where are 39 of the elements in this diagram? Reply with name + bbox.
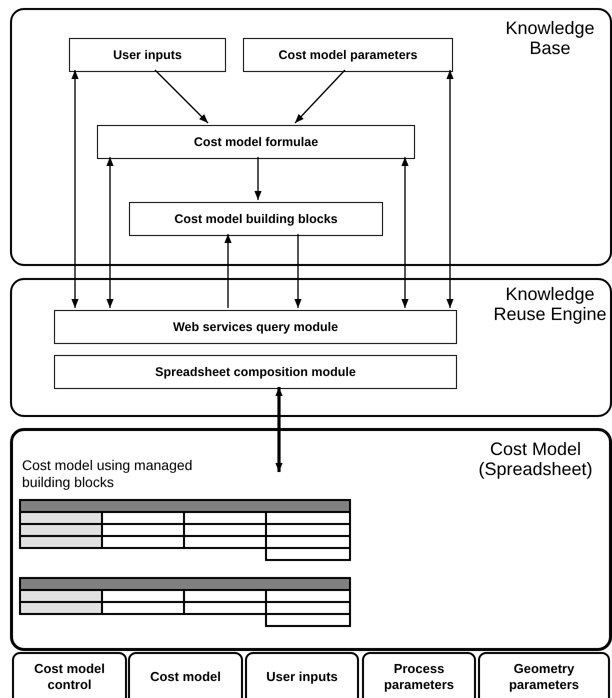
arrow bbox=[154, 70, 208, 124]
tab-label: User inputs bbox=[266, 669, 338, 685]
layer-title: Knowledge Base bbox=[504, 18, 596, 58]
process-box bbox=[129, 202, 383, 236]
tab-label: Geometry parameters bbox=[508, 661, 580, 693]
process-box bbox=[97, 125, 415, 159]
sheet-tab bbox=[245, 652, 359, 698]
process-box bbox=[243, 38, 453, 72]
box-label: Spreadsheet composition module bbox=[155, 365, 356, 379]
box-label: User inputs bbox=[113, 48, 182, 62]
layer-panel bbox=[10, 428, 612, 651]
sheet-tab bbox=[12, 652, 127, 698]
box-label: Cost model building blocks bbox=[174, 212, 338, 226]
process-box bbox=[69, 38, 226, 72]
sheet-tab bbox=[478, 652, 610, 698]
layer-title: Knowledge Reuse Engine bbox=[492, 284, 608, 324]
arrow bbox=[224, 234, 232, 308]
arrow bbox=[401, 157, 409, 308]
layer-title: Cost Model (Spreadsheet) bbox=[477, 439, 594, 479]
arrow bbox=[254, 157, 262, 200]
tab-label: Cost model control bbox=[33, 661, 106, 693]
process-box bbox=[54, 355, 457, 389]
arrow bbox=[294, 234, 302, 308]
sheet-tab bbox=[362, 652, 476, 698]
tab-label: Cost model bbox=[150, 669, 221, 685]
process-box bbox=[54, 310, 457, 344]
caption-text: Cost model using managed building blocks bbox=[22, 457, 194, 491]
arrow bbox=[275, 387, 283, 472]
layer-panel bbox=[10, 278, 612, 417]
box-label: Web services query module bbox=[172, 320, 338, 334]
sheet-tab bbox=[128, 652, 243, 698]
tab-label: Process parameters bbox=[382, 661, 456, 693]
layer-panel bbox=[10, 8, 612, 266]
arrow bbox=[106, 157, 114, 308]
box-label: Cost model parameters bbox=[278, 48, 418, 62]
box-label: Cost model formulae bbox=[194, 135, 318, 149]
arrow bbox=[446, 70, 454, 308]
arrow bbox=[71, 70, 79, 308]
arrow bbox=[294, 70, 346, 124]
